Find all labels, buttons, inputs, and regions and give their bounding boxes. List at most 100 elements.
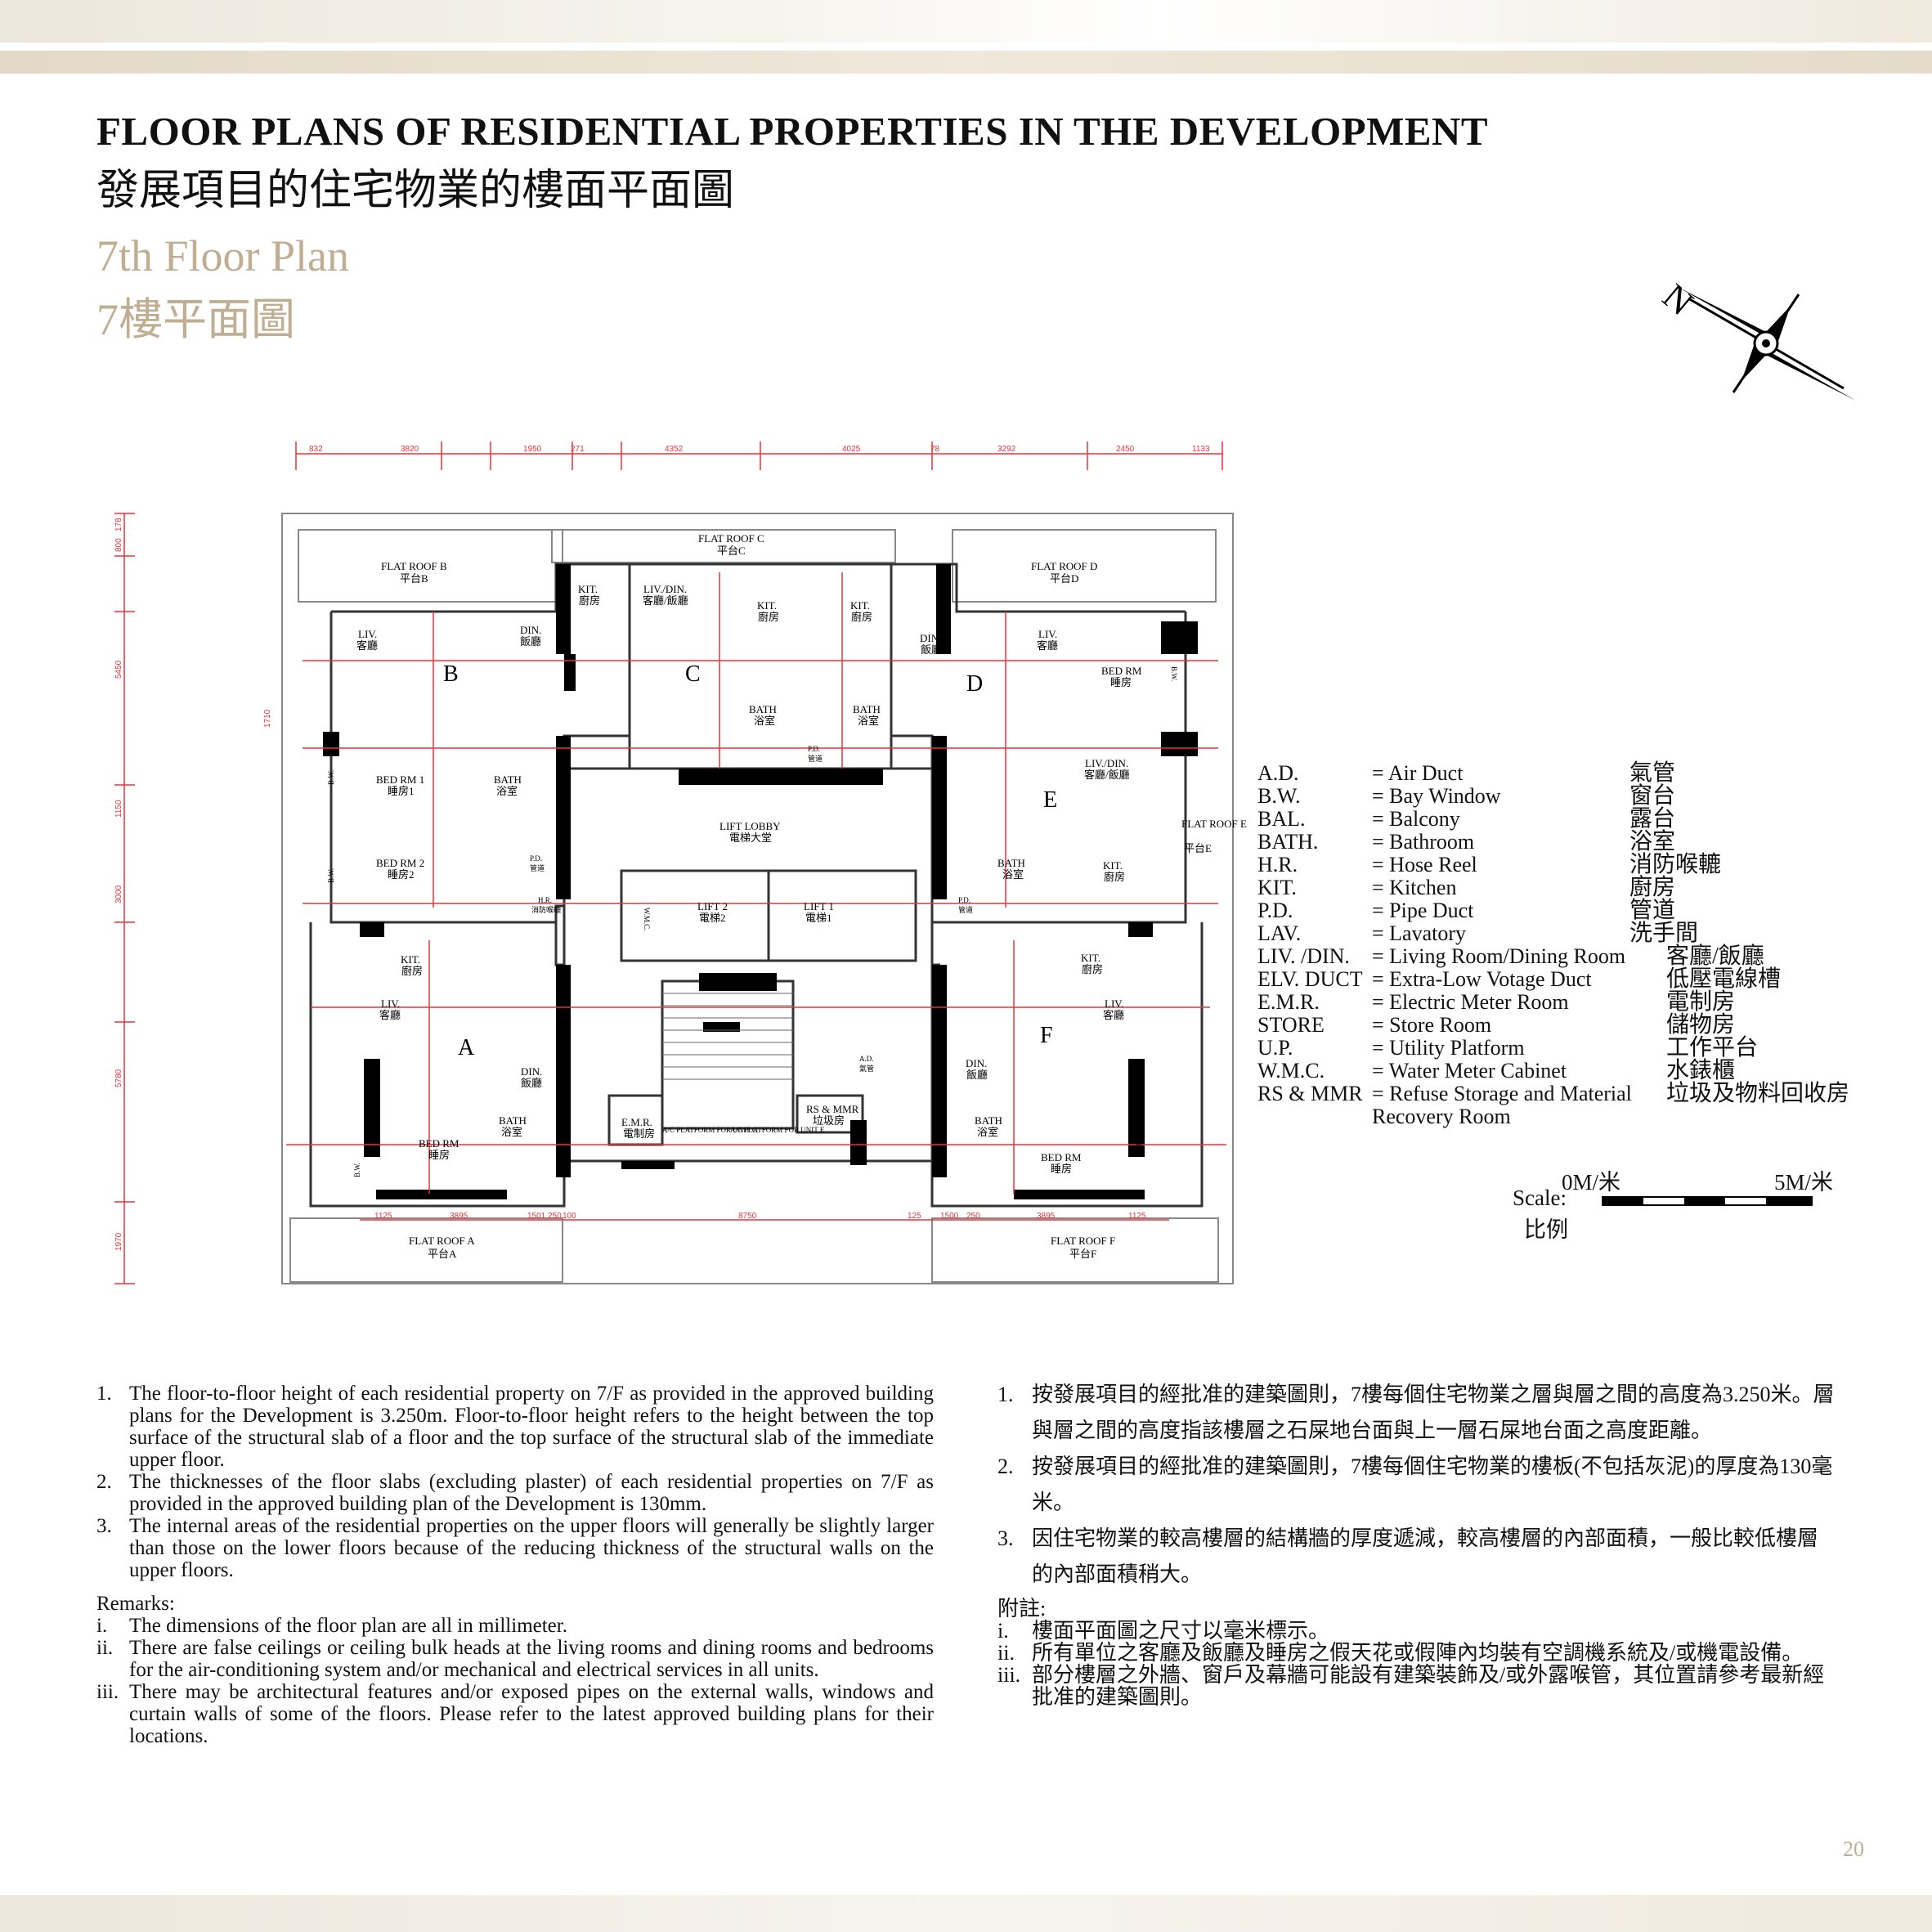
dim-left-1: 800 (114, 538, 123, 552)
unit-label-c: C (685, 661, 701, 687)
plan-label: BED RM 2 (376, 857, 424, 869)
plan-label: BED RM (419, 1137, 459, 1150)
item-text: The dimensions of the floor plan are all… (129, 1615, 567, 1637)
plan-label: 垃圾房 (813, 1114, 845, 1127)
plan-label: KIT. (1103, 859, 1123, 872)
item-text: = Living Room/Dining Room (1372, 944, 1626, 968)
plan-label: 消防喉轆 (531, 905, 561, 914)
plan-label: LIV. (1105, 997, 1123, 1010)
plan-label: BATH (853, 703, 881, 715)
plan-label: DIN. (966, 1057, 987, 1069)
dim-bottom-10: 1125 (1128, 1212, 1146, 1221)
plan-label: 睡房 (1051, 1163, 1072, 1175)
plan-label: A/C PLATFORM FOR UNIT E (730, 1126, 825, 1134)
item-text: B.W. (1257, 784, 1301, 808)
unit-label-f: F (1040, 1023, 1053, 1048)
plan-label: B.W. (327, 770, 335, 785)
plan-label: BED RM (1101, 665, 1142, 677)
note-item: 2.The thicknesses of the floor slabs (ex… (96, 1471, 934, 1515)
scale-end-label: 5M/米 (1774, 1170, 1834, 1195)
flat-roof-c-label: FLAT ROOF C (698, 532, 764, 545)
item-text: = Balcony (1372, 807, 1460, 831)
remark-item: ii.There are false ceilings or ceiling b… (96, 1637, 934, 1681)
item-text: = Bathroom (1372, 830, 1475, 854)
title-chinese: 發展項目的住宅物業的樓面平面圖 (96, 168, 735, 214)
remarks-chinese: 附註: i.樓面平面圖之尺寸以毫米標示。 ii.所有單位之客廳及飯廳及睡房之假天… (997, 1598, 1836, 1708)
dim-bottom-5: 8750 (738, 1212, 757, 1221)
flat-roof-e-label: FLAT ROOF E (1181, 818, 1247, 830)
plan-label: DIN. (521, 1065, 542, 1078)
dim-bottom-3: 250 (548, 1212, 562, 1221)
plan-label: 飯廳 (520, 635, 541, 648)
item-number: 1. (96, 1383, 112, 1405)
unit-label-b: B (443, 661, 459, 687)
item-text: The internal areas of the residential pr… (129, 1515, 934, 1581)
scale-label-en: Scale: (1513, 1186, 1567, 1210)
plan-label: LIV. (381, 997, 400, 1010)
item-number: 3. (96, 1515, 112, 1537)
item-text: There may be architectural features and/… (129, 1681, 934, 1747)
plan-label: 飯廳 (921, 643, 942, 656)
plan-label: 睡房1 (388, 785, 415, 797)
dim-bottom-8: 250 (966, 1212, 980, 1221)
note-item-zh: 3. 因住宅物業的較高樓層的結構牆的厚度遞減，較高樓層的內部面積，一般比較低樓層的… (997, 1521, 1836, 1593)
dim-top-6: 78 (930, 445, 940, 454)
item-text: LAV. (1257, 921, 1302, 945)
plan-label: 廚房 (1082, 963, 1103, 975)
dim-left-3: 1710 (263, 709, 272, 728)
notes-english: 1.The floor-to-floor height of each resi… (96, 1383, 934, 1747)
item-text: = Bay Window (1372, 784, 1501, 808)
flat-roof-a-zh: 平台A (428, 1248, 457, 1260)
dim-top-1: 3820 (401, 445, 419, 454)
plan-label: 廚房 (851, 611, 872, 623)
item-text: 按發展項目的經批准的建築圖則，7樓每個住宅物業之層與層之間的高度為3.250米。… (1032, 1383, 1835, 1442)
plan-label: BATH (997, 857, 1025, 869)
plan-label: DIN. (920, 632, 941, 644)
plan-label: KIT. (850, 599, 870, 612)
plan-label: 客廳/飯廳 (643, 594, 688, 607)
plan-label: 廚房 (758, 611, 779, 623)
item-number: ii. (997, 1641, 1015, 1665)
item-text: 廚房 (1629, 875, 1676, 900)
flat-roof-b-zh: 平台B (400, 572, 428, 585)
remark-item: i.The dimensions of the floor plan are a… (96, 1615, 934, 1637)
item-number: iii. (997, 1663, 1021, 1687)
dim-top-2: 1950 (523, 445, 542, 454)
plan-label: 電梯大堂 (729, 832, 772, 844)
dim-left-4: 1150 (114, 800, 123, 818)
dim-left-6: 5780 (114, 1069, 123, 1087)
plan-label: 浴室 (496, 785, 518, 797)
item-text: Recovery Room (1372, 1105, 1511, 1128)
plan-label: 電制房 (623, 1127, 655, 1140)
item-text: 電制房 (1666, 989, 1736, 1015)
item-text: 消防喉轆 (1629, 852, 1722, 877)
item-text: 窗台 (1629, 783, 1676, 809)
item-number: 3. (997, 1526, 1014, 1550)
item-text: The thicknesses of the floor slabs (excl… (129, 1471, 934, 1515)
floor-title-chinese: 7樓平面圖 (96, 295, 295, 344)
plan-label: 管道 (808, 754, 823, 763)
dim-bottom-7: 1500 (940, 1212, 959, 1221)
plan-label: DIN. (520, 624, 541, 636)
plan-label: 廚房 (1104, 871, 1125, 883)
dim-top-3: 271 (571, 445, 585, 454)
item-text: 因住宅物業的較高樓層的結構牆的厚度遞減，較高樓層的內部面積，一般比較低樓層的內部… (1032, 1526, 1819, 1586)
item-text: H.R. (1257, 853, 1298, 876)
flat-roof-e-zh: 平台E (1184, 842, 1212, 854)
item-text: W.M.C. (1257, 1059, 1325, 1083)
item-text: 所有單位之客廳及飯廳及睡房之假天花或假陣內均裝有空調機系統及/或機電設備。 (1032, 1641, 1804, 1665)
plan-label: 客廳 (379, 1009, 401, 1021)
plan-label: 客廳/飯廳 (1084, 769, 1130, 781)
item-number: 1. (997, 1383, 1014, 1406)
item-text: 露台 (1629, 806, 1676, 832)
plan-label: RS & MMR (806, 1103, 859, 1115)
item-text: 按發展項目的經批准的建築圖則，7樓每個住宅物業的樓板(不包括灰泥)的厚度為130… (1032, 1455, 1833, 1514)
unit-label-a: A (458, 1035, 475, 1060)
item-text: 洗手間 (1629, 921, 1699, 946)
flat-roof-d-zh: 平台D (1050, 572, 1078, 585)
plan-label: BED RM 1 (376, 773, 424, 786)
item-text: KIT. (1257, 876, 1297, 899)
item-text: = Utility Platform (1372, 1036, 1525, 1060)
item-text: = Electric Meter Room (1372, 990, 1569, 1014)
dim-bottom-6: 125 (908, 1212, 921, 1221)
